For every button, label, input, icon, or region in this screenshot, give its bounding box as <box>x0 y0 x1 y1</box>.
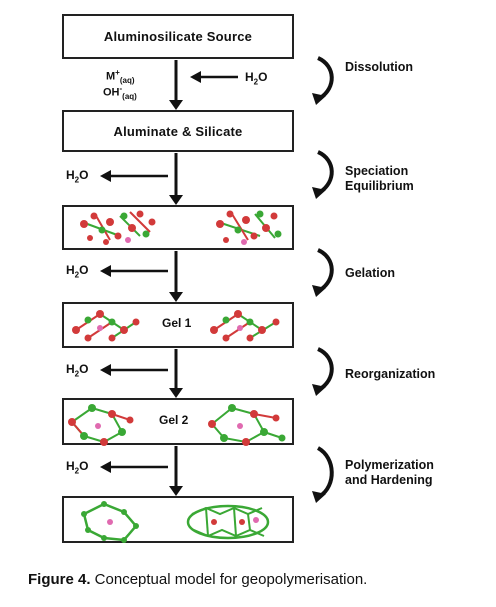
step-label: Aluminate & Silicate <box>113 124 243 139</box>
step-box-aluminate-silicate: Aluminate & Silicate <box>62 110 294 152</box>
ion-m-charge: + <box>115 68 120 77</box>
gel-2-label: Gel 2 <box>157 413 191 427</box>
water-out-arrowhead-1 <box>100 170 111 182</box>
polymer-network-right <box>186 504 270 540</box>
water-output-label-2: H2O <box>66 263 88 279</box>
step-box-aluminosilicate-source: Aluminosilicate Source <box>62 14 294 59</box>
water-out-arrowhead-2 <box>100 265 111 277</box>
stage-label-speciation-equilibrium: Speciation Equilibrium <box>345 164 414 193</box>
stage-curve-arrow-3 <box>312 248 334 297</box>
figure-caption-text: Conceptual model for geopolymerisation. <box>90 571 368 588</box>
ion-input-m: M+(aq) <box>106 66 135 88</box>
flow-arrowhead-1 <box>169 100 183 110</box>
water-in-arrowhead <box>190 71 201 83</box>
stage-curve-arrow-5 <box>312 446 334 503</box>
water-out-arrowhead-3 <box>100 364 111 376</box>
water-input-label: H2O <box>245 70 267 86</box>
water-h: H <box>66 263 75 277</box>
water-output-label-3: H2O <box>66 362 88 378</box>
stage-label-polymerization-hardening: Polymerization and Hardening <box>345 458 434 487</box>
gel2-cluster-left <box>68 404 134 446</box>
water-out-arrowhead-4 <box>100 461 111 473</box>
water-output-label-4: H2O <box>66 459 88 475</box>
gel2-cluster-right <box>208 404 286 446</box>
water-o: O <box>79 263 89 277</box>
monomer-cluster-right <box>216 210 282 245</box>
water-sub: 2 <box>74 270 80 280</box>
stage-curve-arrow-1 <box>312 56 334 105</box>
water-o: O <box>79 168 89 182</box>
stage-label-gelation: Gelation <box>345 266 396 280</box>
step-label: Aluminosilicate Source <box>103 29 253 44</box>
stage-curve-arrow-2 <box>312 150 334 199</box>
polymer-ring-left <box>81 501 139 543</box>
water-o: O <box>258 70 268 84</box>
water-sub: 2 <box>74 466 80 476</box>
stage-label-reorganization: Reorganization <box>345 367 436 381</box>
gel1-cluster-left <box>72 310 140 342</box>
ion-oh-base: OH <box>103 86 120 99</box>
monomer-cluster-left <box>80 210 156 245</box>
ion-oh-charge: - <box>119 84 123 93</box>
water-output-label-1: H2O <box>66 168 88 184</box>
ion-m-base: M <box>106 70 116 83</box>
water-sub: 2 <box>253 77 259 87</box>
flow-arrowhead-5 <box>169 486 183 496</box>
water-h: H <box>66 168 75 182</box>
water-h: H <box>245 70 254 84</box>
water-sub: 2 <box>74 175 80 185</box>
stage-curve-arrow-4 <box>312 347 334 396</box>
gel-1-label: Gel 1 <box>160 316 194 330</box>
water-h: H <box>66 362 75 376</box>
water-o: O <box>79 362 89 376</box>
figure-caption-prefix: Figure 4. <box>28 571 91 588</box>
stage-label-dissolution: Dissolution <box>345 60 414 74</box>
ion-oh-phase: (aq) <box>122 91 137 101</box>
water-h: H <box>66 459 75 473</box>
flow-arrowhead-4 <box>169 388 183 398</box>
ion-m-phase: (aq) <box>119 75 135 85</box>
flow-arrowhead-3 <box>169 292 183 302</box>
water-o: O <box>79 459 89 473</box>
figure-caption: Figure 4. Conceptual model for geopolyme… <box>28 571 367 588</box>
ion-input-oh: OH-(aq) <box>103 82 137 104</box>
flow-arrowhead-2 <box>169 195 183 205</box>
gel1-cluster-right <box>210 310 280 342</box>
water-sub: 2 <box>74 369 80 379</box>
